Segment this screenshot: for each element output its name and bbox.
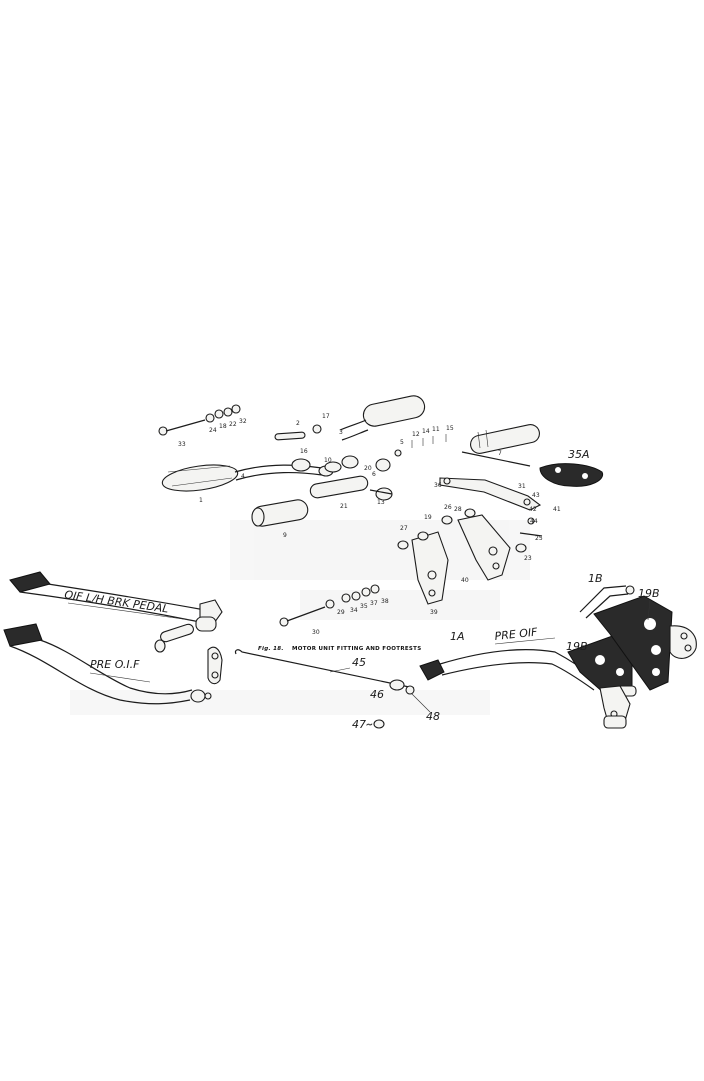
part-number: 44 xyxy=(530,518,538,525)
part-number: 19 xyxy=(424,514,432,521)
part-number: 43 xyxy=(532,492,540,499)
part-number: 14 xyxy=(422,428,430,435)
part-number: 13 xyxy=(377,499,385,506)
part-number: 35 xyxy=(360,603,368,610)
part-number: 18 xyxy=(219,423,227,430)
footrest-rubber-right-top xyxy=(339,395,426,441)
figure-number: Fig. 18. xyxy=(258,646,284,652)
footrest-arm-1b xyxy=(579,585,635,619)
center-shaft xyxy=(274,424,369,499)
part-number: 5 xyxy=(400,439,404,446)
figure-title: MOTOR UNIT FITTING AND FOOTRESTS xyxy=(292,646,422,652)
annotation-pre-oif-pedal: PRE O.I.F xyxy=(90,658,140,671)
mounting-plate-36 xyxy=(439,477,542,511)
svg-text:~: ~ xyxy=(366,720,373,729)
part-number: 26 xyxy=(444,504,452,511)
part-number: 37 xyxy=(370,600,378,607)
pre-oif-brake-pedal xyxy=(3,623,212,705)
annotation-45: 45 xyxy=(352,656,366,669)
part-number-labels: 33 24 18 22 32 2 17 3 16 4 1 10 12 5 14 … xyxy=(178,413,561,636)
part-number: 16 xyxy=(300,448,308,455)
part-number: 25 xyxy=(535,535,543,542)
part-number: 29 xyxy=(337,609,345,616)
brake-arm-small xyxy=(207,646,223,685)
part-number: 9 xyxy=(283,532,287,539)
part-number: 7 xyxy=(498,450,502,457)
part-number: 3 xyxy=(339,429,343,436)
part-number: 42 xyxy=(529,506,537,513)
small-bush xyxy=(369,458,393,501)
annotation-35a: 35A xyxy=(568,448,590,461)
part-number: 15 xyxy=(446,425,454,432)
annotation-1b: 1B xyxy=(588,572,603,585)
part-number: 22 xyxy=(229,421,237,428)
part-number: 1 xyxy=(199,497,203,504)
part-number: 4 xyxy=(241,473,245,480)
annotation-oif-brk-pedal: OIF L/H BRK PEDAL xyxy=(64,588,170,615)
part-number: 36 xyxy=(434,482,442,489)
part-number: 41 xyxy=(553,506,561,513)
part-number: 28 xyxy=(454,506,462,513)
part-number: 6 xyxy=(372,471,376,478)
part-number: 38 xyxy=(381,598,389,605)
annotation-19b-mid: 19B xyxy=(566,640,588,653)
part-number: 40 xyxy=(461,577,469,584)
bracket-right-mid xyxy=(441,508,543,581)
brake-rod-45 xyxy=(234,649,415,729)
part-number: 27 xyxy=(400,525,408,532)
footrest-lower-bracket xyxy=(599,685,631,729)
part-number: 2 xyxy=(296,420,300,427)
part-number: 21 xyxy=(340,503,348,510)
part-number: 12 xyxy=(412,431,420,438)
part-number: 11 xyxy=(432,426,440,433)
part-number: 39 xyxy=(430,609,438,616)
annotation-47: 47 xyxy=(352,718,366,731)
part-number: 10 xyxy=(324,457,332,464)
plate-35a xyxy=(539,463,604,487)
part-number: 23 xyxy=(524,555,532,562)
part-number: 34 xyxy=(350,607,358,614)
part-number: 24 xyxy=(209,427,217,434)
footrest-plate-19b-top xyxy=(593,595,697,691)
bracket-left-mid xyxy=(397,531,449,605)
part-number: 30 xyxy=(312,629,320,636)
part-number: 20 xyxy=(364,465,372,472)
part-number: 31 xyxy=(518,483,526,490)
footrest-tube-right xyxy=(394,424,540,467)
part-number: 32 xyxy=(239,418,247,425)
bolt-with-washers-top-left xyxy=(158,404,241,436)
annotation-19b-top: 19B xyxy=(638,587,660,600)
figure-caption: Fig. 18. MOTOR UNIT FITTING AND FOOTREST… xyxy=(258,646,422,652)
annotation-pre-oif-footrest: PRE OIF xyxy=(494,625,539,642)
oif-brake-pedal xyxy=(9,571,223,653)
annotation-1a: 1A xyxy=(450,630,465,643)
part-number: 17 xyxy=(322,413,330,420)
annotation-48: 48 xyxy=(426,710,440,723)
long-bolt-lower xyxy=(279,584,380,627)
footrest-rubber-mid xyxy=(251,499,309,527)
part-number: 33 xyxy=(178,441,186,448)
footrest-bar-left xyxy=(161,464,334,492)
annotation-46: 46 xyxy=(370,688,384,701)
faded-background-texture xyxy=(70,520,530,715)
